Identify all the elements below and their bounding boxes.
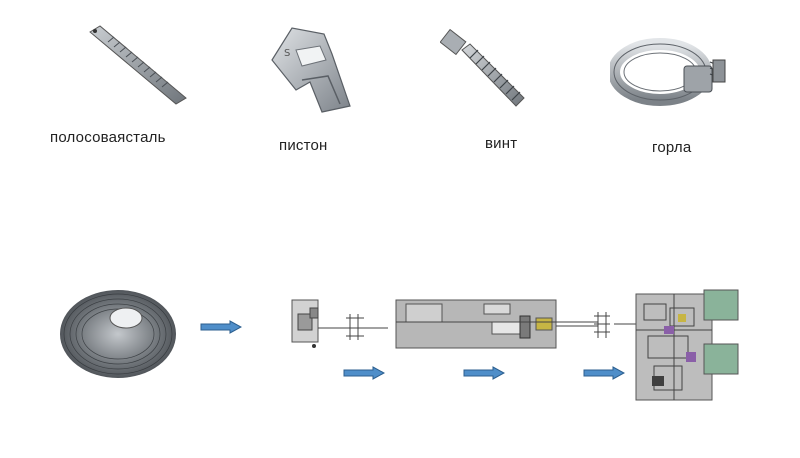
strip-feeder-icon	[291, 299, 388, 348]
component-label-strip: полосоваясталь	[50, 129, 166, 146]
clamp-image	[608, 22, 730, 114]
component-label-screw: винт	[485, 135, 518, 152]
piston-clip-icon: S	[271, 27, 351, 113]
worm-screw-icon	[439, 28, 525, 107]
piston-image: S	[262, 20, 357, 115]
steel-coil-image	[58, 282, 178, 382]
stamping-press-image	[394, 298, 598, 350]
flow-arrow-icon	[343, 366, 385, 380]
steel-coil-icon	[60, 290, 176, 378]
assembly-machine-icon	[635, 289, 739, 401]
guide-rollers-icon	[594, 312, 610, 338]
strip-feeder-image	[288, 296, 388, 352]
component-label-clamp: горла	[652, 139, 692, 156]
screw-image	[439, 28, 530, 113]
svg-text:S: S	[284, 48, 290, 59]
component-label-piston: пистон	[279, 137, 328, 154]
steel-strip-icon	[89, 25, 187, 105]
flow-arrow-icon	[463, 366, 505, 380]
hose-clamp-icon	[608, 38, 726, 106]
stamping-press-icon	[395, 299, 598, 349]
assembly-machine-image	[634, 286, 746, 404]
flow-arrow-icon	[200, 320, 242, 334]
steel-strip-image	[78, 20, 188, 110]
flow-arrow-icon	[583, 366, 625, 380]
